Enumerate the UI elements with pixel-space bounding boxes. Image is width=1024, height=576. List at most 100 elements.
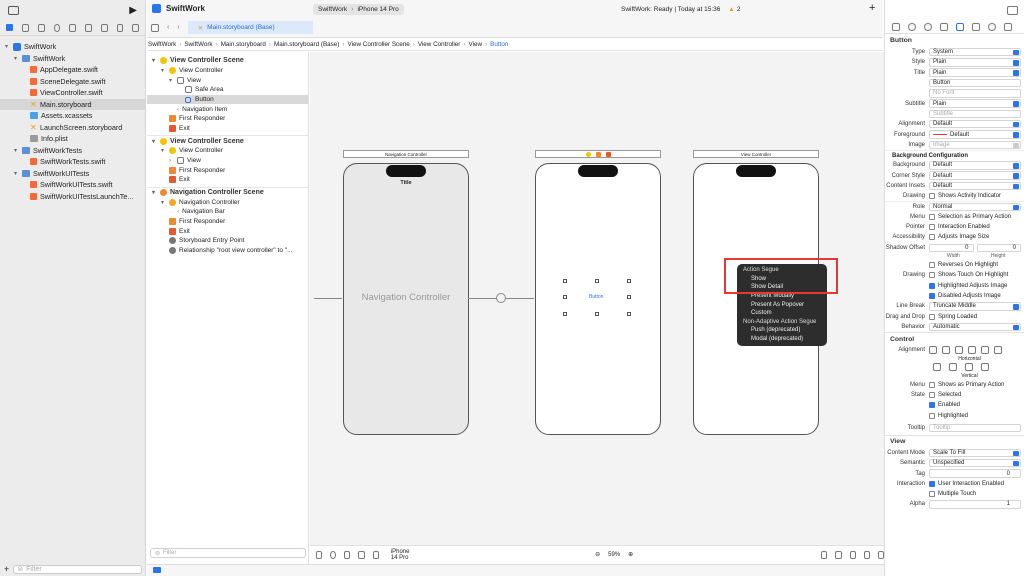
- tree-item[interactable]: ✕LaunchScreen.storyboard: [0, 122, 145, 134]
- warning-icon[interactable]: ▲: [728, 6, 735, 13]
- scene-header[interactable]: ▾Navigation Controller Scene: [147, 186, 308, 198]
- content-mode-popup[interactable]: Scale To Fill: [929, 448, 1021, 458]
- scene-header[interactable]: ▾View Controller Scene: [147, 135, 308, 146]
- resize-handle[interactable]: [627, 295, 631, 299]
- alignment-popup[interactable]: Default: [929, 119, 1021, 129]
- forward-icon[interactable]: ›: [177, 24, 180, 31]
- menu-item-show-detail[interactable]: Show Detail: [751, 284, 784, 291]
- behavior-popup[interactable]: Automatic: [929, 322, 1021, 332]
- tree-item[interactable]: ViewController.swift: [0, 87, 145, 99]
- menu-item-show[interactable]: Show: [751, 275, 767, 282]
- inspector-toggle-icon[interactable]: [1007, 5, 1018, 15]
- menu-primary-checkbox[interactable]: [929, 381, 935, 388]
- navigator-filter-input[interactable]: ⊜Filter: [13, 564, 142, 574]
- background-popup[interactable]: Default: [929, 161, 1021, 170]
- appearance-icon[interactable]: [330, 550, 337, 559]
- resize-handle[interactable]: [627, 279, 631, 283]
- attributes-icon[interactable]: [956, 22, 964, 31]
- outline-item[interactable]: ▾View Controller: [161, 147, 223, 155]
- outline-item[interactable]: Relationship "root view controller" to "…: [147, 246, 308, 256]
- outline-item[interactable]: ▾Navigation Controller: [161, 198, 240, 206]
- exit-icon[interactable]: [605, 151, 611, 157]
- reverses-checkbox[interactable]: [929, 262, 935, 269]
- outline-item[interactable]: ›View: [169, 157, 201, 165]
- accessibility-checkbox[interactable]: [929, 234, 935, 241]
- align-left-icon[interactable]: [929, 346, 937, 355]
- outline-item[interactable]: ‹Navigation Item: [147, 104, 308, 114]
- breadcrumb-item[interactable]: SwiftWork: [184, 40, 213, 48]
- vertical-alignment-control[interactable]: [885, 362, 1024, 372]
- view-controller-icon[interactable]: [585, 151, 591, 157]
- alpha-field[interactable]: 1: [929, 500, 1021, 509]
- scene-dock[interactable]: [535, 150, 661, 158]
- breadcrumb-item[interactable]: Main.storyboard (Base): [273, 40, 340, 48]
- menu-item-push[interactable]: Push (deprecated): [751, 327, 801, 334]
- tooltip-field[interactable]: Tooltip: [929, 423, 1021, 433]
- tree-item[interactable]: SwiftWorkUITestsLaunchTe...: [0, 191, 145, 203]
- align-middle-icon[interactable]: [949, 363, 957, 372]
- outline-item[interactable]: First Responder: [147, 217, 308, 227]
- title-popup[interactable]: Plain: [929, 68, 1021, 77]
- help-icon[interactable]: [924, 22, 932, 31]
- view-controller-scene[interactable]: [535, 163, 661, 435]
- tree-item[interactable]: ▾SwiftWork: [5, 42, 57, 52]
- tree-item[interactable]: SwiftWorkUITests.swift: [0, 179, 145, 191]
- outline-toggle-icon[interactable]: [316, 550, 323, 559]
- button-element[interactable]: Button: [589, 294, 604, 300]
- outline-item[interactable]: First Responder: [147, 165, 308, 175]
- shadow-height-field[interactable]: 0: [976, 243, 1021, 253]
- tree-item[interactable]: ▾SwiftWorkUITests: [14, 168, 90, 178]
- title-text-field[interactable]: Button: [929, 78, 1021, 88]
- foreground-popup[interactable]: Default: [929, 130, 1021, 139]
- outline-item[interactable]: Exit: [147, 124, 308, 134]
- folder-icon[interactable]: [6, 24, 14, 31]
- tree-item[interactable]: SceneDelegate.swift: [0, 76, 145, 88]
- breadcrumb-item[interactable]: Main.storyboard: [220, 40, 266, 48]
- menu-item-custom[interactable]: Custom: [751, 310, 772, 317]
- align-top-icon[interactable]: [933, 363, 941, 372]
- outline-item-selected[interactable]: Button: [147, 94, 308, 105]
- outline-item[interactable]: ▾View Controller: [161, 67, 223, 75]
- user-interaction-checkbox[interactable]: [929, 480, 935, 487]
- breadcrumb-item[interactable]: SwiftWork: [148, 40, 177, 48]
- image-field[interactable]: Image: [929, 140, 1021, 150]
- subtitle-field[interactable]: Subtitle: [929, 109, 1021, 119]
- shows-touch-checkbox[interactable]: [929, 272, 935, 279]
- tab-main-storyboard[interactable]: ✕Main.storyboard (Base): [187, 21, 313, 34]
- breakpoint-icon[interactable]: [116, 23, 124, 32]
- role-popup[interactable]: Normal: [929, 202, 1021, 212]
- outline-item[interactable]: Exit: [147, 175, 308, 185]
- grid-icon[interactable]: [151, 23, 159, 32]
- outline-item[interactable]: Safe Area: [147, 85, 308, 95]
- tree-item[interactable]: Assets.xcassets: [0, 110, 145, 122]
- add-icon[interactable]: +: [4, 564, 10, 574]
- subtitle-popup[interactable]: Plain: [929, 99, 1021, 108]
- align-icon[interactable]: [835, 550, 842, 559]
- scheme-selector[interactable]: SwiftWork › iPhone 14 Pro: [313, 4, 404, 15]
- file-inspector-icon[interactable]: [892, 22, 900, 31]
- segue-icon[interactable]: [496, 293, 506, 303]
- scene-header[interactable]: ▾View Controller Scene: [152, 57, 244, 64]
- resize-handle[interactable]: [563, 295, 567, 299]
- navigation-controller-scene[interactable]: Title Navigation Controller: [343, 163, 469, 435]
- resize-handle[interactable]: [595, 312, 599, 316]
- menu-item-present-modally[interactable]: Present Modally: [751, 293, 795, 300]
- zoom-out-icon[interactable]: ⊖: [595, 552, 601, 558]
- identity-icon[interactable]: [940, 22, 948, 31]
- tree-item[interactable]: ▾SwiftWork: [14, 53, 66, 63]
- scene-dock[interactable]: View Controller: [693, 150, 819, 158]
- semantic-popup[interactable]: Unspecified: [929, 458, 1021, 468]
- multiple-touch-checkbox[interactable]: [929, 491, 935, 498]
- menu-checkbox[interactable]: [929, 213, 935, 220]
- resize-handle[interactable]: [595, 279, 599, 283]
- run-icon[interactable]: ▶: [129, 4, 137, 16]
- effects-icon[interactable]: [1004, 22, 1012, 31]
- align-right-icon[interactable]: [955, 346, 963, 355]
- pin-icon[interactable]: [849, 550, 856, 559]
- outline-item[interactable]: Storyboard Entry Point: [147, 236, 308, 246]
- align-center-icon[interactable]: [942, 346, 950, 355]
- line-break-popup[interactable]: Truncate Middle: [929, 302, 1021, 311]
- highlighted-adjusts-checkbox[interactable]: [929, 282, 935, 289]
- orientation-icon[interactable]: [344, 550, 351, 559]
- activity-checkbox[interactable]: [929, 193, 935, 200]
